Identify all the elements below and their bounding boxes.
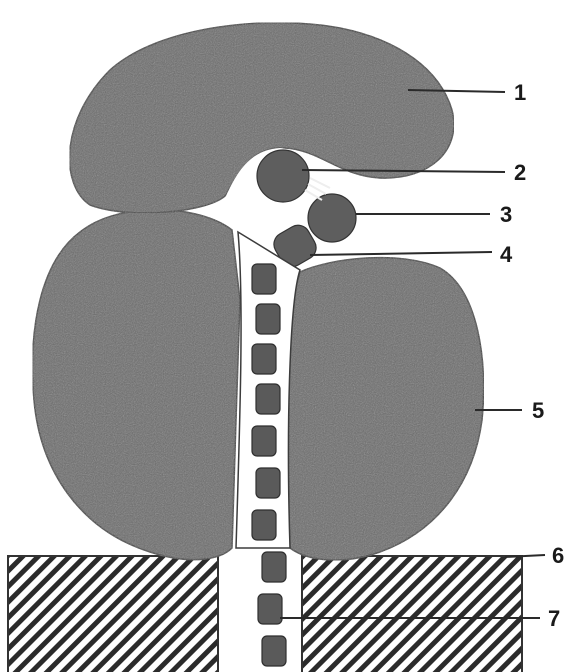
chain-bead [252, 510, 276, 540]
leader-line-4 [310, 252, 492, 255]
label-4: 4 [500, 242, 513, 267]
chain-bead [262, 552, 286, 582]
label-2: 2 [514, 160, 526, 185]
bead-3 [308, 194, 356, 242]
chain-bead [256, 304, 280, 334]
membrane-block-right [302, 556, 522, 672]
chain-bead [262, 636, 286, 666]
chain-bead [256, 384, 280, 414]
chain-bead [252, 426, 276, 456]
label-3: 3 [500, 202, 512, 227]
membrane-block-left [8, 556, 218, 672]
chain-bead [258, 594, 282, 624]
chain-bead [252, 264, 276, 294]
bead-2 [257, 150, 309, 202]
label-5: 5 [532, 398, 544, 423]
label-1: 1 [514, 80, 526, 105]
label-6: 6 [552, 543, 564, 568]
label-7: 7 [548, 606, 560, 631]
leader-line-2 [302, 170, 505, 172]
chain-bead [252, 344, 276, 374]
chain-bead [256, 468, 280, 498]
